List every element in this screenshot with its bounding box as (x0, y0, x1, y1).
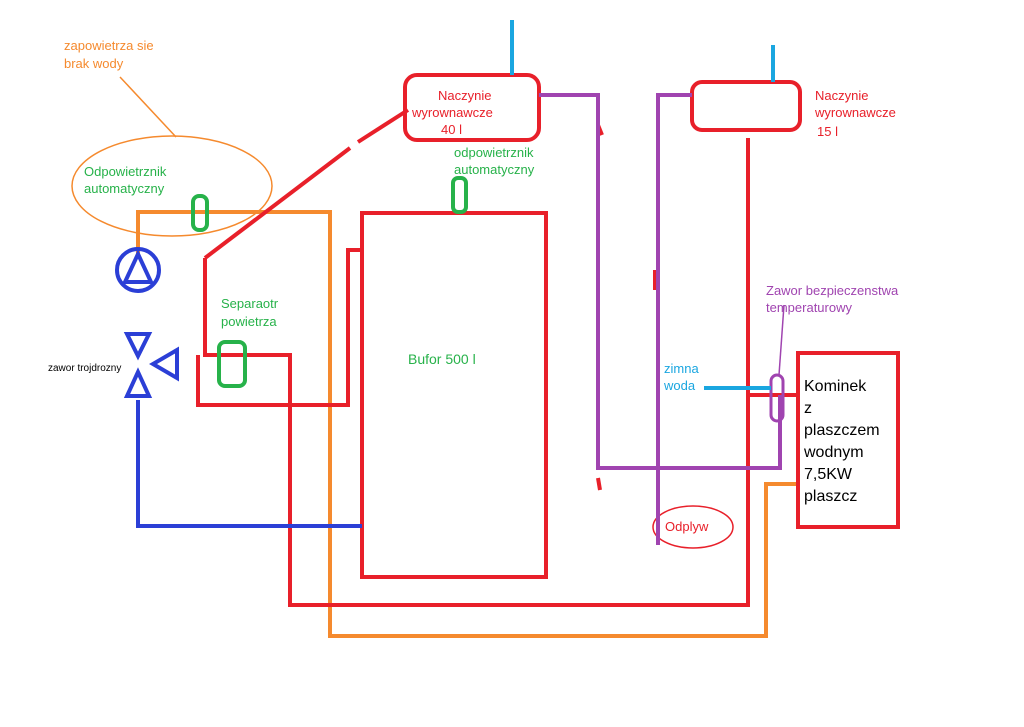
separator-label2: powietrza (221, 314, 277, 329)
expansion-40-label1: Naczynie (438, 88, 491, 103)
red-pipes (196, 108, 798, 607)
fireplace-line4: wodnym (803, 444, 864, 461)
auto-vent-top-label2: automatyczny (454, 162, 535, 177)
air-note-pointer (119, 76, 177, 138)
purple-pipe-safety-loop (539, 93, 782, 470)
orange-pipe-path (136, 210, 798, 638)
red-pipe-diagonal-high (356, 108, 410, 144)
blue-return-pipe (136, 400, 362, 528)
safety-valve-pointer (778, 304, 785, 376)
safety-valve-label2: temperaturowy (766, 300, 852, 315)
expansion-15-capacity: 15 l (817, 124, 838, 139)
red-pipe-buffer-left (196, 248, 360, 407)
fireplace-line3: plaszczem (804, 422, 880, 439)
expansion-40-capacity: 40 l (441, 122, 462, 137)
safety-valve (769, 373, 785, 423)
fireplace-line1: Kominek (804, 378, 867, 395)
red-pipe-fireplace-loop (203, 138, 750, 607)
fireplace-line5: 7,5KW (804, 466, 853, 483)
air-separator (217, 340, 247, 388)
expansion-vessel-40 (403, 73, 541, 142)
purple-pipes (539, 93, 782, 545)
expansion-40-label2: wyrownawcze (411, 105, 493, 120)
air-note-line2: brak wody (64, 56, 124, 71)
orange-return-pipe (136, 210, 798, 638)
cold-water-label1: zimna (664, 361, 699, 376)
red-pipe-diagonal-low (203, 146, 352, 260)
auto-vent-left-label1: Odpowietrznik (84, 164, 167, 179)
expansion-15-label2: wyrownawcze (814, 105, 896, 120)
safety-valve-label1: Zawor bezpieczenstwa (766, 283, 899, 298)
auto-vent-left (191, 194, 209, 232)
auto-vent-left-label2: automatyczny (84, 181, 165, 196)
expansion-15-label1: Naczynie (815, 88, 868, 103)
purple-pipe-drain (656, 93, 692, 545)
fireplace-line2: z (804, 400, 812, 417)
red-tick-c (596, 477, 602, 491)
fireplace-box (796, 351, 900, 529)
buffer-label: Bufor 500 l (408, 351, 476, 367)
auto-vent-top (451, 176, 468, 214)
cold-water-label2: woda (663, 378, 696, 393)
air-note-line1: zapowietrza sie (64, 38, 154, 53)
drain-label: Odplyw (665, 519, 709, 534)
separator-label1: Separaotr (221, 296, 279, 311)
expansion-vessel-15 (690, 80, 802, 132)
fireplace-line6: plaszcz (804, 488, 857, 505)
cyan-pipes (510, 20, 775, 390)
buffer-tank (360, 211, 548, 579)
three-way-valve-label: zawor trojdrozny (48, 363, 121, 374)
three-way-valve-icon (123, 332, 179, 398)
auto-vent-top-label1: odpowietrznik (454, 145, 534, 160)
drain-ellipse (652, 505, 734, 549)
air-note-ellipse (71, 135, 273, 237)
circulation-pump-icon (115, 247, 161, 293)
